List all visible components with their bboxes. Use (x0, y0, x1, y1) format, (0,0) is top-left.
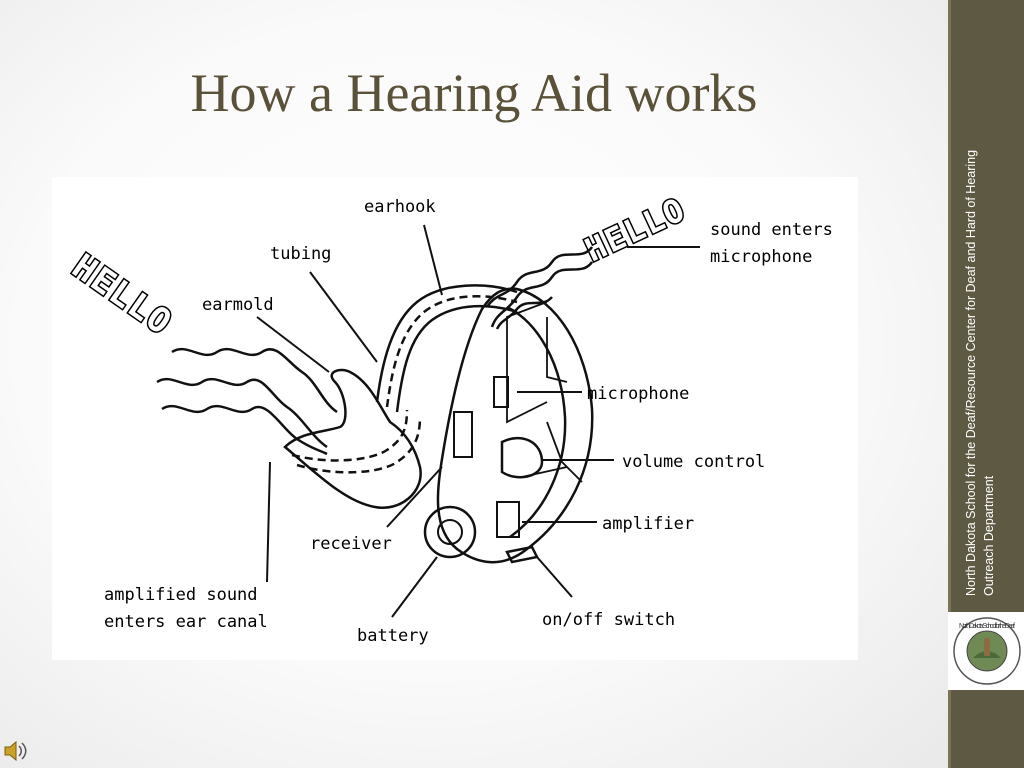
earmold-canal-dashed-2 (296, 416, 422, 474)
volume-control-component (500, 436, 544, 479)
leader-receiver (386, 466, 443, 528)
hello-right-text: HELLO (579, 190, 691, 269)
logo-text: North Dakota School for the Deaf (959, 623, 1015, 630)
slide-canvas: How a Hearing Aid works HELLO HELLO (0, 0, 948, 768)
label-receiver: receiver (310, 534, 392, 554)
label-enters-ear-canal: enters ear canal (104, 612, 268, 632)
sound-wave-left-1 (171, 347, 338, 414)
leader-amplified-sound (266, 461, 271, 583)
earhook-dashed (385, 295, 518, 408)
earmold-canal-dashed (291, 409, 409, 462)
hello-left-text: HELLO (65, 247, 180, 344)
hearing-aid-diagram: HELLO HELLO (52, 177, 858, 660)
circuit-lines (506, 301, 583, 483)
microphone-component (493, 376, 509, 408)
leader-earhook (423, 224, 443, 296)
label-onoff-switch: on/off switch (542, 610, 675, 630)
onoff-switch-component (505, 545, 539, 564)
sidebar-strip (948, 0, 951, 768)
sidebar-caption: North Dakota School for the Deaf/Resourc… (960, 40, 1020, 600)
tubing-shape-inner (395, 304, 518, 413)
label-sound-enters-2: microphone (710, 247, 812, 267)
slide-title: How a Hearing Aid works (190, 63, 758, 123)
label-sound-enters-1: sound enters (710, 220, 833, 240)
leader-lines (256, 224, 700, 618)
label-earmold: earmold (202, 295, 274, 315)
leader-onoff (536, 556, 573, 598)
label-tubing: tubing (270, 244, 331, 264)
hearing-aid-body-inner (506, 305, 567, 539)
diagram-labels: earhook tubing earmold sound enters micr… (104, 197, 833, 646)
sound-wave-right-2 (490, 261, 594, 328)
leader-earmold (256, 316, 330, 373)
label-volume-control: volume control (622, 452, 765, 472)
label-amplifier: amplifier (602, 514, 694, 534)
label-amplified-sound: amplified sound (104, 585, 258, 605)
sound-wave-left-2 (156, 377, 328, 449)
amplifier-component (496, 501, 520, 538)
sound-wave-right-1 (485, 246, 594, 308)
sidebar-caption-line2: Outreach Department (982, 475, 996, 596)
leader-tubing (309, 271, 378, 363)
diagram-svg: HELLO HELLO (63, 188, 833, 646)
label-battery: battery (357, 626, 429, 646)
receiver-component (453, 411, 473, 458)
earmold-shape (283, 368, 422, 510)
speaker-icon[interactable] (2, 738, 28, 764)
battery-component-inner (437, 519, 463, 545)
leader-battery (391, 556, 438, 618)
label-earhook: earhook (364, 197, 436, 217)
school-logo: North Dakota School for the Deaf (953, 617, 1021, 685)
sidebar-caption-line1: North Dakota School for the Deaf/Resourc… (964, 150, 978, 596)
sound-wave-left-3 (161, 404, 328, 456)
sidebar-caption-svg: North Dakota School for the Deaf/Resourc… (964, 150, 996, 596)
battery-component (423, 505, 477, 559)
label-microphone: microphone (587, 384, 689, 404)
tubing-shape (375, 284, 518, 403)
